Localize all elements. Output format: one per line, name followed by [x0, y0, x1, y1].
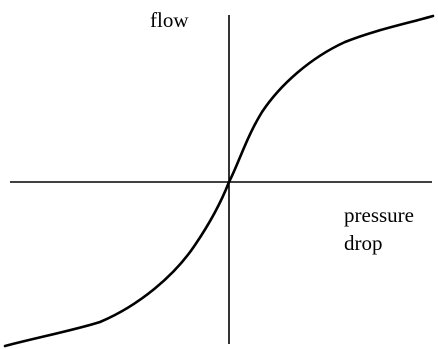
- x-axis-label-line2: drop: [344, 231, 383, 255]
- y-axis-label: flow: [150, 8, 189, 32]
- flow-curve: [3, 14, 435, 348]
- x-axis-label-line1: pressure: [344, 203, 414, 227]
